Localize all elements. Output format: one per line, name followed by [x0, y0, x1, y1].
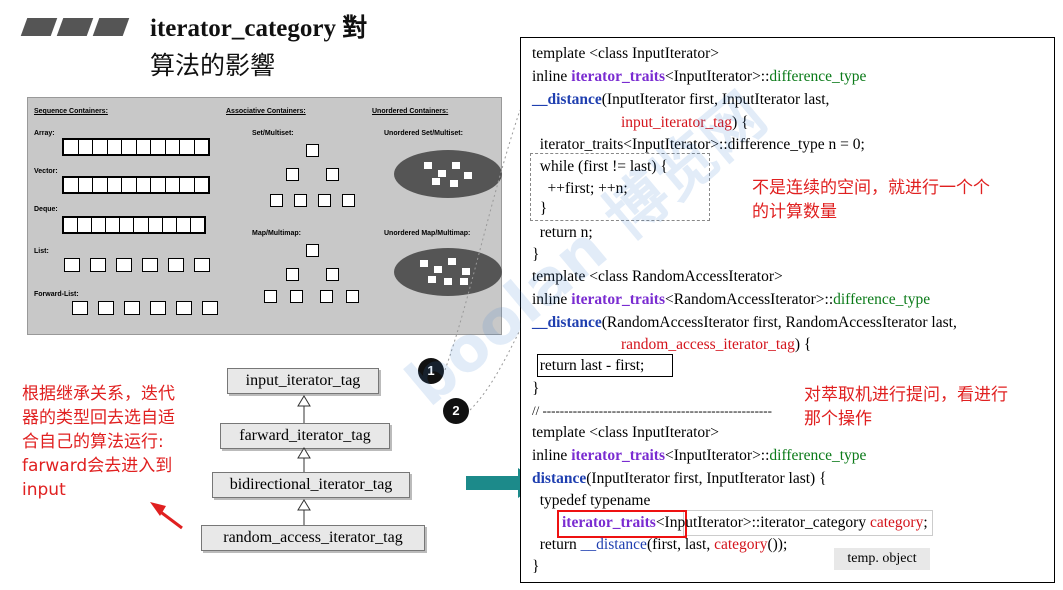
deque-shape [62, 216, 206, 234]
forward-iterator-tag: farward_iterator_tag [220, 423, 390, 449]
code-line: } [532, 558, 540, 575]
code-line: template <class InputIterator> [532, 424, 720, 441]
associative-heading: Associative Containers: [226, 108, 306, 115]
unordered-heading: Unordered Containers: [372, 108, 449, 115]
page-subtitle: 算法的影響 [150, 51, 276, 80]
unordered-map-shape [394, 248, 502, 296]
code-line: } [532, 380, 540, 397]
code-line: inline iterator_traits<InputIterator>::d… [532, 447, 867, 464]
iterator-traits-highlight [557, 510, 687, 538]
code-line: input_iterator_tag) { [621, 114, 749, 131]
deque-label: Deque: [34, 206, 58, 213]
unordered-map-label: Unordered Map/Multimap: [384, 230, 471, 237]
list-label: List: [34, 248, 49, 255]
bidirectional-iterator-tag: bidirectional_iterator_tag [212, 472, 410, 498]
code-line: inline iterator_traits<RandomAccessItera… [532, 291, 931, 308]
code-line: iterator_traits<InputIterator>::iterator… [562, 514, 928, 531]
code-line: random_access_iterator_tag) { [621, 336, 812, 353]
input-iterator-tag: input_iterator_tag [227, 368, 379, 394]
array-shape [62, 138, 210, 156]
code-line: distance(InputIterator first, InputItera… [532, 470, 827, 487]
unordered-set-shape [394, 150, 502, 198]
code-line: return __distance(first, last, category(… [532, 536, 788, 553]
sequence-heading: Sequence Containers: [34, 108, 108, 115]
unordered-set-label: Unordered Set/Multiset: [384, 130, 463, 137]
return-box [537, 354, 673, 377]
page-title: iterator_category 對 [150, 15, 368, 42]
code-panel [520, 37, 1055, 583]
set-multiset-label: Set/Multiset: [252, 130, 294, 137]
vector-label: Vector: [34, 168, 58, 175]
vector-shape [62, 176, 210, 194]
random-access-iterator-tag: random_access_iterator_tag [201, 525, 425, 551]
code-line: iterator_traits<InputIterator>::differen… [532, 136, 865, 153]
code-line: ++first; ++n; [532, 180, 628, 197]
code-line: } [532, 246, 540, 263]
left-annotation: 根据继承关系，迭代 器的类型回去选自适 合自己的算法运行: farward会去进… [22, 384, 175, 500]
code-line: inline iterator_traits<InputIterator>::d… [532, 68, 867, 85]
code-line: template <class InputIterator> [532, 45, 720, 62]
code-line: __distance(RandomAccessIterator first, R… [532, 314, 957, 331]
code-line: } [532, 200, 548, 217]
containers-diagram: Sequence Containers: Associative Contain… [27, 97, 502, 335]
not-contiguous-annotation: 不是连续的空间，就进行一个个 的计算数量 [752, 178, 990, 222]
temp-object-label: temp. object [834, 548, 930, 570]
step-2-badge: 2 [443, 398, 469, 424]
code-separator: // -------------------------------------… [532, 403, 772, 418]
code-line: return n; [532, 224, 593, 241]
ask-extractor-annotation: 对萃取机进行提问，看进行 那个操作 [804, 385, 1008, 429]
category-typedef-box [683, 510, 933, 536]
code-line: return last - first; [532, 357, 645, 374]
step-1-badge: 1 [418, 358, 444, 384]
code-line: typedef typename [532, 492, 651, 509]
forward-list-label: Forward-List: [34, 291, 79, 298]
while-loop-box [530, 153, 710, 221]
map-multimap-label: Map/Multimap: [252, 230, 301, 237]
array-label: Array: [34, 130, 55, 137]
code-line: __distance(InputIterator first, InputIte… [532, 91, 830, 108]
code-line: template <class RandomAccessIterator> [532, 268, 783, 285]
code-line: while (first != last) { [532, 158, 668, 175]
